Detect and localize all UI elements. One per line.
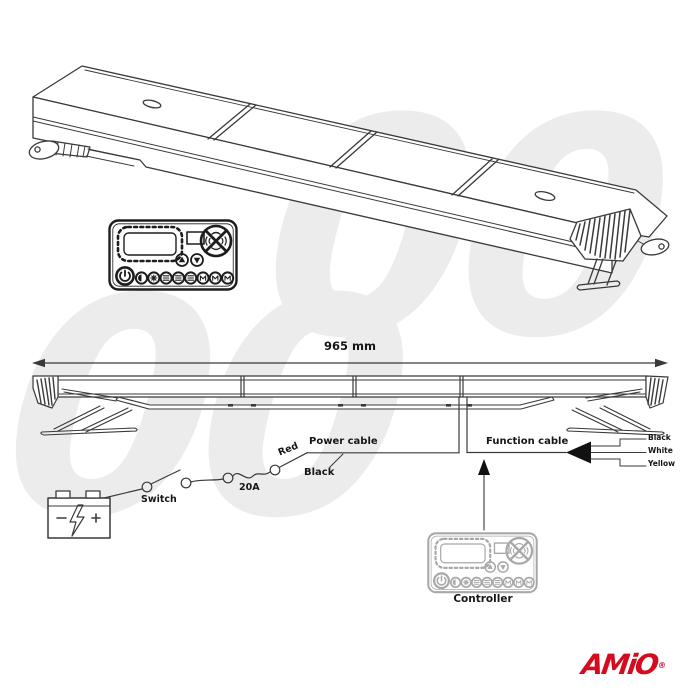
black-wire-label: Black [304, 467, 335, 478]
switch-lever [150, 469, 181, 485]
segment-divider [352, 376, 357, 398]
segment-divider [451, 158, 499, 197]
switch-terminal [180, 477, 192, 489]
fuse-terminal [269, 464, 281, 476]
segment-divider [459, 376, 464, 398]
top-hole [142, 99, 162, 109]
segment-divider [240, 376, 245, 398]
battery-icon [47, 490, 111, 539]
function-cable-arrow-icon [566, 441, 591, 464]
mounting-bracket-right [566, 388, 665, 436]
function-wire-black-label: Black [648, 433, 671, 442]
function-cable-label: Function cable [486, 436, 569, 447]
remote-controller-illustration [108, 219, 238, 291]
lightbar-3d-illustration [28, 65, 670, 291]
fuse-element [232, 471, 271, 479]
mounting-rail [115, 396, 555, 410]
brand-name: AMiO [579, 648, 660, 681]
switch-label: Switch [141, 494, 177, 505]
fuse-terminal [222, 472, 234, 484]
cable-drop-lines [458, 396, 468, 454]
controller-pointer [478, 459, 490, 531]
mounting-ear [28, 140, 60, 160]
segment-divider [207, 103, 257, 141]
fuse-label: 20A [239, 482, 260, 493]
mounting-bracket-left [40, 388, 138, 436]
lightbar-front-view [32, 375, 669, 436]
dimension-arrow-right-icon [655, 358, 668, 368]
dimension-arrow-left-icon [32, 358, 45, 368]
registered-mark: ® [657, 661, 667, 670]
switch-terminal [141, 481, 153, 493]
power-wire [103, 452, 460, 499]
battery-bolt-icon [69, 504, 85, 537]
mounting-foot [587, 258, 617, 286]
yellow-wire [590, 458, 647, 467]
black-wire [590, 438, 647, 447]
controller-label: Controller [453, 593, 513, 605]
dimension-label: 965 mm [324, 339, 376, 353]
up-arrow-icon [478, 459, 490, 475]
function-cable [466, 438, 647, 467]
controller-box-illustration [427, 532, 538, 594]
dimension-line [32, 358, 668, 368]
power-cable-label: Power cable [309, 436, 378, 447]
black-wire-pointer [329, 453, 344, 468]
battery-plus-icon [91, 513, 101, 523]
mounting-ear [640, 238, 670, 256]
segment-divider [329, 130, 378, 169]
function-wire-white-label: White [648, 446, 673, 455]
top-hole [534, 191, 556, 201]
front-view-and-wiring-illustration [32, 358, 669, 539]
function-wire-yellow-label: Yellow [648, 459, 676, 468]
brand-logo: AMiO® [580, 648, 669, 681]
